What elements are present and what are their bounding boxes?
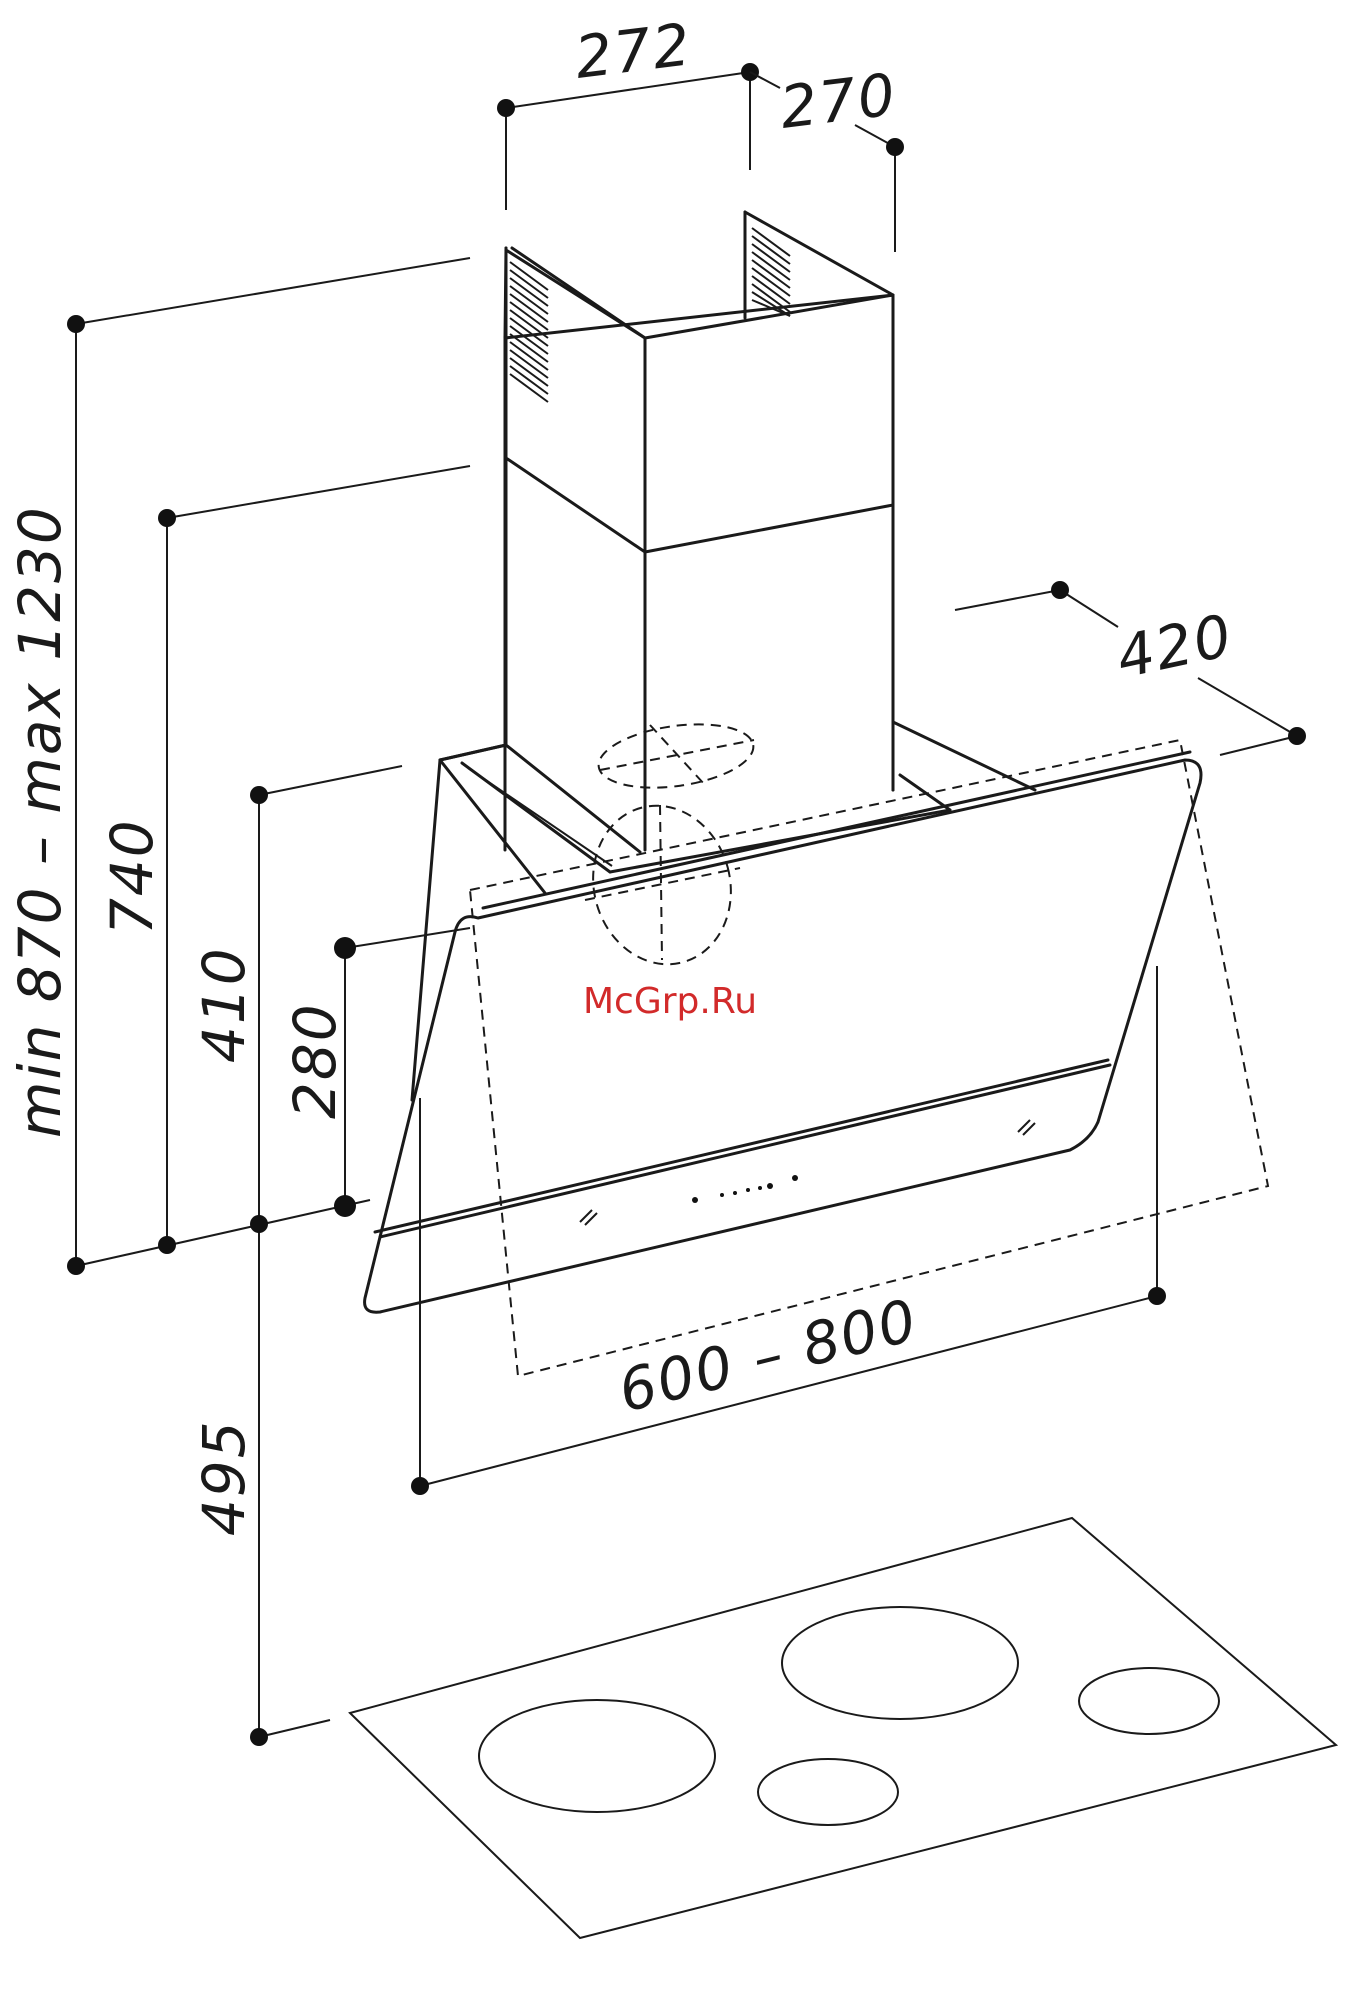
- vent-grille-left: [510, 262, 548, 402]
- watermark: McGrp.Ru: [583, 981, 757, 1022]
- chimney-duct: [505, 212, 893, 852]
- dashed-outlines: [470, 715, 1268, 1376]
- vent-grille-right: [752, 228, 790, 316]
- dim-hood-width: 600 – 800: [612, 1286, 925, 1426]
- dim-hood-depth: 420: [1111, 601, 1239, 692]
- dim-total-height: min 870 – max 1230: [6, 505, 74, 1138]
- glass-panel: [365, 752, 1201, 1312]
- dim-upper-height: 740: [98, 818, 166, 935]
- dim-glass-height: 280: [281, 1002, 349, 1119]
- dim-duct-width: 272: [571, 10, 695, 92]
- dim-hood-height: 410: [190, 946, 258, 1063]
- hob: [350, 1518, 1336, 1938]
- dim-hob-distance: 495: [190, 1419, 258, 1536]
- dim-duct-depth: 270: [776, 60, 900, 142]
